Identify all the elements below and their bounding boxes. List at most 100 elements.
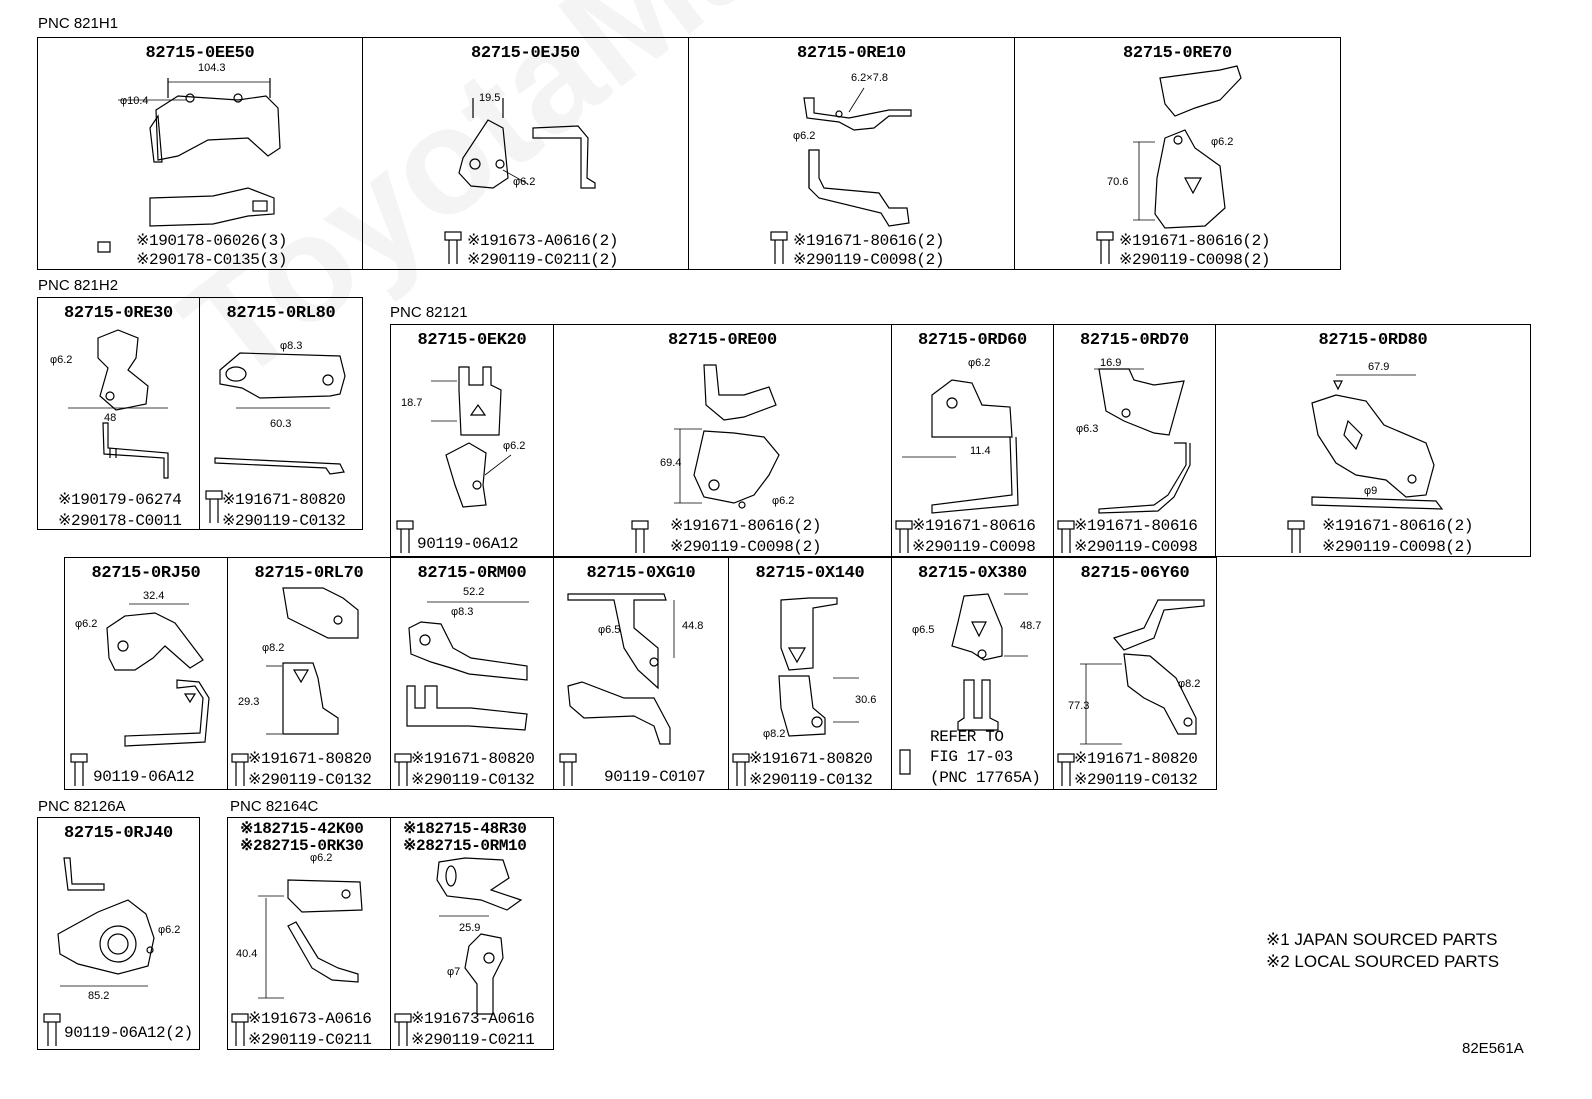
bolt-icon — [69, 752, 89, 793]
fastener-line-1: ※190179-06274 — [58, 491, 182, 509]
bolt-icon — [204, 489, 224, 530]
bracket-drawing — [567, 593, 675, 745]
part-cell-0rm00[interactable]: 82715-0RM00 52.2 φ8.3 ※191671-80820 ※290… — [390, 557, 554, 790]
part-cell-42k00[interactable]: ※182715-42K00 ※282715-0RK30 φ6.2 40.4 ※1… — [227, 817, 391, 1050]
part-cell-0rd80[interactable]: 82715-0RD80 67.9 φ9 ※191671-80616(2) ※29… — [1215, 324, 1531, 557]
bolt-icon — [42, 1012, 62, 1053]
bolt-icon — [769, 230, 789, 271]
fastener-line-1: 90119-06A12 — [93, 768, 195, 786]
part-cell-0rd70[interactable]: 82715-0RD70 16.9 φ6.3 ※191671-80616 ※290… — [1053, 324, 1216, 557]
dimension-label: φ6.2 — [158, 924, 181, 936]
part-cell-0ee50[interactable]: 82715-0EE50 104.3 φ10.4 ※190178-06026(3)… — [37, 37, 363, 270]
bolt-icon — [1286, 519, 1306, 560]
bracket-drawing — [1094, 368, 1191, 514]
fastener-line-2: ※290119-C0098(2) — [670, 538, 822, 556]
bracket-drawing — [106, 603, 210, 747]
dimension-label: 6.2×7.8 — [851, 72, 889, 84]
fastener-line-1: 90119-06A12(2) — [64, 1024, 193, 1042]
dimension-label: φ8.3 — [280, 340, 303, 352]
dimension-label: φ8.3 — [451, 606, 474, 618]
part-number-alt: ※282715-0RM10 — [403, 837, 527, 855]
part-cell-0rd60[interactable]: 82715-0RD60 φ6.2 11.4 ※191671-80616 ※290… — [891, 324, 1054, 557]
dimension-label: φ6.2 — [1211, 136, 1234, 148]
refer-line-2: FIG 17-03 — [930, 748, 1013, 766]
fastener-line-2: ※290119-C0132 — [749, 771, 873, 789]
part-cell-0x140[interactable]: 82715-0X140 30.6 φ8.2 ※191671-80820 ※290… — [728, 557, 892, 790]
fastener-line-2: ※290178-C0011 — [58, 512, 182, 530]
bolt-icon — [558, 752, 578, 793]
fastener-line-2: ※290119-C0098 — [1074, 538, 1198, 556]
bracket-drawing — [778, 597, 859, 737]
fastener-line-1: ※191671-80616 — [1074, 517, 1198, 535]
dimension-label: φ10.4 — [120, 95, 149, 107]
part-number: 82715-0X140 — [755, 564, 865, 583]
fastener-line-1: ※191673-A0616(2) — [467, 232, 619, 250]
fastener-line-2: ※290119-C0211 — [411, 1031, 535, 1049]
fastener-line-2: ※290119-C0211(2) — [467, 251, 619, 269]
part-cell-0rl70[interactable]: 82715-0RL70 φ8.2 29.3 ※191671-80820 ※290… — [227, 557, 391, 790]
dimension-label: 32.4 — [143, 590, 165, 602]
dimension-label: φ6.2 — [503, 440, 526, 452]
part-number: 82715-0RL70 — [254, 564, 364, 583]
note-local-sourced: ※2 LOCAL SOURCED PARTS — [1266, 952, 1500, 971]
part-cell-0x380[interactable]: 82715-0X380 φ6.5 48.7 REFER TO FIG 17-03… — [891, 557, 1054, 790]
bracket-drawing — [803, 87, 912, 227]
part-cell-0re30[interactable]: 82715-0RE30 φ6.2 48 ※190179-06274 ※29017… — [37, 297, 200, 530]
dimension-label: φ6.5 — [912, 624, 935, 636]
fastener-line-1: ※191671-80616(2) — [1119, 232, 1271, 250]
fastener-line-2: ※290119-C0098 — [912, 538, 1036, 556]
part-cell-06y60[interactable]: 82715-06Y60 77.3 φ8.2 ※191671-80820 ※290… — [1053, 557, 1217, 790]
bolt-icon — [230, 1012, 250, 1053]
part-cell-0ej50[interactable]: 82715-0EJ50 19.5 φ6.2 ※191673-A0616(2) ※… — [362, 37, 689, 270]
dimension-label: φ6.2 — [310, 852, 333, 864]
pnc-label-82126a: PNC 82126A — [38, 798, 126, 815]
dimension-label: φ8.2 — [262, 642, 285, 654]
part-cell-0rl80[interactable]: 82715-0RL80 φ8.3 60.3 ※191671-80820 ※290… — [199, 297, 363, 530]
dimension-label: 29.3 — [238, 696, 260, 708]
dimension-label: 11.4 — [970, 445, 991, 457]
part-cell-0re70[interactable]: 82715-0RE70 φ6.2 70.6 ※191671-80616(2) ※… — [1014, 37, 1341, 270]
fastener-line-1: 90119-06A12 — [417, 535, 519, 553]
dimension-label: 69.4 — [660, 457, 682, 469]
dimension-label: 18.7 — [401, 397, 423, 409]
part-cell-48r30[interactable]: ※182715-48R30 ※282715-0RM10 25.9 φ7 ※191… — [390, 817, 554, 1050]
fastener-line-1: 90119-C0107 — [604, 768, 706, 786]
dimension-label: φ6.2 — [75, 618, 98, 630]
fastener-line-1: ※191673-A0616 — [248, 1010, 372, 1028]
bracket-drawing — [258, 879, 363, 999]
note-japan-sourced: ※1 JAPAN SOURCED PARTS — [1266, 930, 1498, 949]
bracket-drawing — [458, 98, 596, 189]
fastener-line-2: ※290119-C0098(2) — [1322, 538, 1474, 556]
part-number: 82715-0RM00 — [417, 564, 527, 583]
fastener-line-2: ※290119-C0132 — [222, 512, 346, 530]
part-cell-0re10[interactable]: 82715-0RE10 6.2×7.8 φ6.2 ※191671-80616(2… — [688, 37, 1015, 270]
bracket-drawing — [97, 78, 281, 253]
part-cell-0ek20[interactable]: 82715-0EK20 18.7 φ6.2 90119-06A12 — [390, 324, 554, 557]
part-cell-0rj40[interactable]: 82715-0RJ40 φ6.2 85.2 90119-06A12(2) — [37, 817, 200, 1050]
part-number: 82715-0RE10 — [797, 44, 906, 63]
figure-id: 82E561A — [1462, 1040, 1524, 1057]
part-cell-0rj50[interactable]: 82715-0RJ50 32.4 φ6.2 90119-06A12 — [64, 557, 228, 790]
fastener-line-2: ※290119-C0098(2) — [1119, 251, 1271, 269]
refer-line-3[interactable]: (PNC 17765A) — [930, 769, 1041, 787]
part-number: 82715-0RD80 — [1318, 331, 1428, 350]
dimension-label: φ9 — [1364, 485, 1378, 497]
dimension-label: φ6.2 — [50, 354, 73, 366]
fastener-line-1: ※191671-80820 — [248, 750, 372, 768]
pnc-label-82121: PNC 82121 — [390, 304, 468, 321]
bolt-icon — [395, 519, 415, 560]
part-number: 82715-0RL80 — [226, 304, 336, 323]
bracket-drawing — [57, 857, 155, 987]
dimension-label: φ6.5 — [598, 624, 621, 636]
dimension-label: φ6.2 — [513, 176, 536, 188]
part-number: 82715-0RJ40 — [64, 824, 173, 843]
part-number: 82715-0RJ50 — [91, 564, 201, 583]
part-cell-0xg10[interactable]: 82715-0XG10 φ6.5 44.8 90119-C0107 — [553, 557, 729, 790]
dimension-label: 104.3 — [198, 62, 226, 74]
dimension-label: 44.8 — [682, 620, 704, 632]
dimension-label: 40.4 — [236, 948, 258, 960]
part-number: 82715-0RE00 — [668, 331, 777, 350]
fastener-line-1: ※191671-80616(2) — [1322, 517, 1474, 535]
dimension-label: 19.5 — [479, 92, 501, 104]
part-cell-0re00[interactable]: 82715-0RE00 69.4 φ6.2 ※191671-80616(2) ※… — [553, 324, 892, 557]
